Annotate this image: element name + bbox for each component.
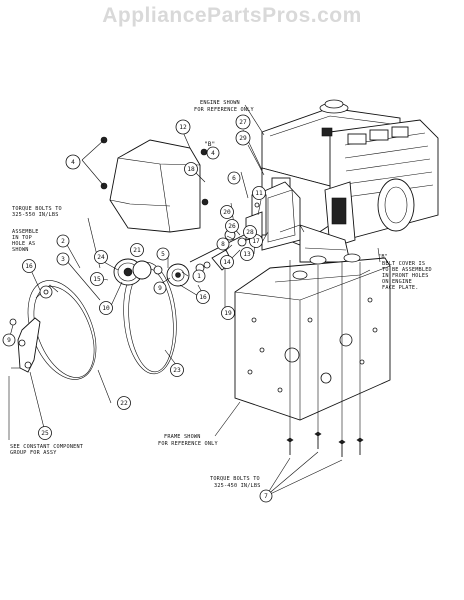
- svg-text:29: 29: [239, 135, 247, 142]
- svg-text:23: 23: [173, 367, 181, 374]
- svg-text:17: 17: [252, 238, 260, 245]
- callout-23: 23: [170, 363, 184, 377]
- note-b-marker-top: "B": [204, 141, 215, 148]
- svg-text:18: 18: [187, 166, 195, 173]
- callout-19: 19: [221, 306, 235, 320]
- callout-1: 1: [192, 269, 206, 283]
- annotation-notes: ENGINE SHOWN FOR REFERENCE ONLY TORQUE B…: [10, 100, 432, 489]
- callout-11: 11: [252, 186, 266, 200]
- note-b-marker: "B": [378, 254, 388, 260]
- svg-text:1: 1: [197, 273, 201, 280]
- svg-text:3: 3: [61, 256, 65, 263]
- svg-text:24: 24: [97, 254, 105, 261]
- note-belt-cover-line1: BELT COVER IS: [382, 261, 425, 267]
- callout-13: 13: [240, 247, 254, 261]
- callout-28: 28: [243, 225, 257, 239]
- callout-2: 2: [56, 234, 70, 248]
- svg-text:20: 20: [223, 209, 231, 216]
- note-belt-cover-line3: IN FRONT HOLES: [382, 273, 429, 279]
- note-torque-bottom-line2: 325-450 IN/LBS: [214, 483, 261, 489]
- svg-text:25: 25: [41, 430, 49, 437]
- svg-text:8: 8: [221, 241, 225, 248]
- callout-26: 26: [225, 219, 239, 233]
- svg-text:9: 9: [158, 285, 162, 292]
- svg-text:4: 4: [71, 159, 75, 166]
- callout-9b: 9: [2, 333, 16, 347]
- svg-text:15: 15: [93, 276, 101, 283]
- belt-cover-illustration: [100, 136, 209, 233]
- callout-bubbles: 4 12 4 18 27 29 6 11 20 26 17 13 14 8 5 …: [2, 114, 273, 503]
- svg-text:12: 12: [179, 124, 187, 131]
- note-torque-bottom-line1: TORQUE BOLTS TO: [210, 476, 260, 482]
- svg-text:22: 22: [120, 400, 128, 407]
- svg-text:4: 4: [211, 150, 215, 157]
- svg-text:21: 21: [133, 247, 141, 254]
- callout-6: 6: [227, 171, 241, 185]
- note-assemble-line1: ASSEMBLE: [12, 229, 39, 235]
- note-assemble-line3: HOLE AS: [12, 241, 35, 247]
- svg-text:16: 16: [25, 263, 33, 270]
- callout-22: 22: [117, 396, 131, 410]
- watermark: AppliancePartsPros.com: [102, 4, 362, 27]
- svg-text:26: 26: [228, 223, 236, 230]
- svg-text:19: 19: [224, 310, 232, 317]
- note-frame-line2: FOR REFERENCE ONLY: [158, 441, 218, 447]
- callout-16a: 16: [22, 259, 36, 273]
- callout-18: 18: [184, 162, 198, 176]
- note-constant-line2: GROUP FOR ASSY: [10, 450, 57, 456]
- callout-16b: 16: [196, 290, 210, 304]
- note-constant-line1: SEE CONSTANT COMPONENT: [10, 444, 83, 450]
- note-frame-line1: FRAME SHOWN: [164, 434, 201, 440]
- svg-text:9: 9: [7, 337, 11, 344]
- svg-text:14: 14: [223, 259, 231, 266]
- note-belt-cover-line4: ON ENGINE: [382, 279, 412, 285]
- callout-25: 25: [38, 426, 52, 440]
- svg-text:2: 2: [61, 238, 65, 245]
- svg-text:27: 27: [239, 119, 247, 126]
- callout-20: 20: [220, 205, 234, 219]
- callout-15: 15: [90, 272, 104, 286]
- svg-text:28: 28: [246, 229, 254, 236]
- callout-5: 5: [156, 247, 170, 261]
- note-torque-top-line1: TORQUE BOLTS TO: [12, 206, 62, 212]
- callout-8: 8: [216, 237, 230, 251]
- callout-12: 12: [175, 119, 191, 135]
- frame-plate-illustration: [234, 253, 391, 442]
- svg-text:16: 16: [199, 294, 207, 301]
- callout-24: 24: [94, 250, 108, 264]
- note-engine-line1: ENGINE SHOWN: [200, 100, 240, 106]
- note-assemble-line2: IN TOP: [12, 235, 32, 241]
- callout-7: 7: [259, 489, 273, 503]
- callout-14: 14: [220, 255, 234, 269]
- callout-3: 3: [56, 252, 70, 266]
- callout-29: 29: [235, 130, 251, 146]
- note-engine-line2: FOR REFERENCE ONLY: [194, 107, 254, 113]
- svg-text:11: 11: [255, 190, 263, 197]
- note-belt-cover-line2: TO BE ASSEMBLED: [382, 267, 432, 273]
- svg-text:6: 6: [232, 175, 236, 182]
- callout-4b: 4: [206, 146, 220, 160]
- callout-21: 21: [130, 243, 144, 257]
- torque-bolts-illustration: [286, 431, 364, 457]
- engine-illustration: [251, 99, 439, 263]
- svg-text:7: 7: [264, 493, 268, 500]
- note-assemble-line4: SHOWN: [12, 247, 29, 253]
- callout-10: 10: [99, 301, 113, 315]
- svg-text:13: 13: [243, 251, 251, 258]
- note-torque-top-line2: 325-550 IN/LBS: [12, 212, 59, 218]
- note-belt-cover-line5: FACE PLATE.: [382, 285, 419, 291]
- svg-text:5: 5: [161, 251, 165, 258]
- callout-27: 27: [235, 114, 251, 130]
- callout-4a: 4: [65, 154, 81, 170]
- callout-9: 9: [153, 281, 167, 295]
- svg-text:10: 10: [102, 305, 110, 312]
